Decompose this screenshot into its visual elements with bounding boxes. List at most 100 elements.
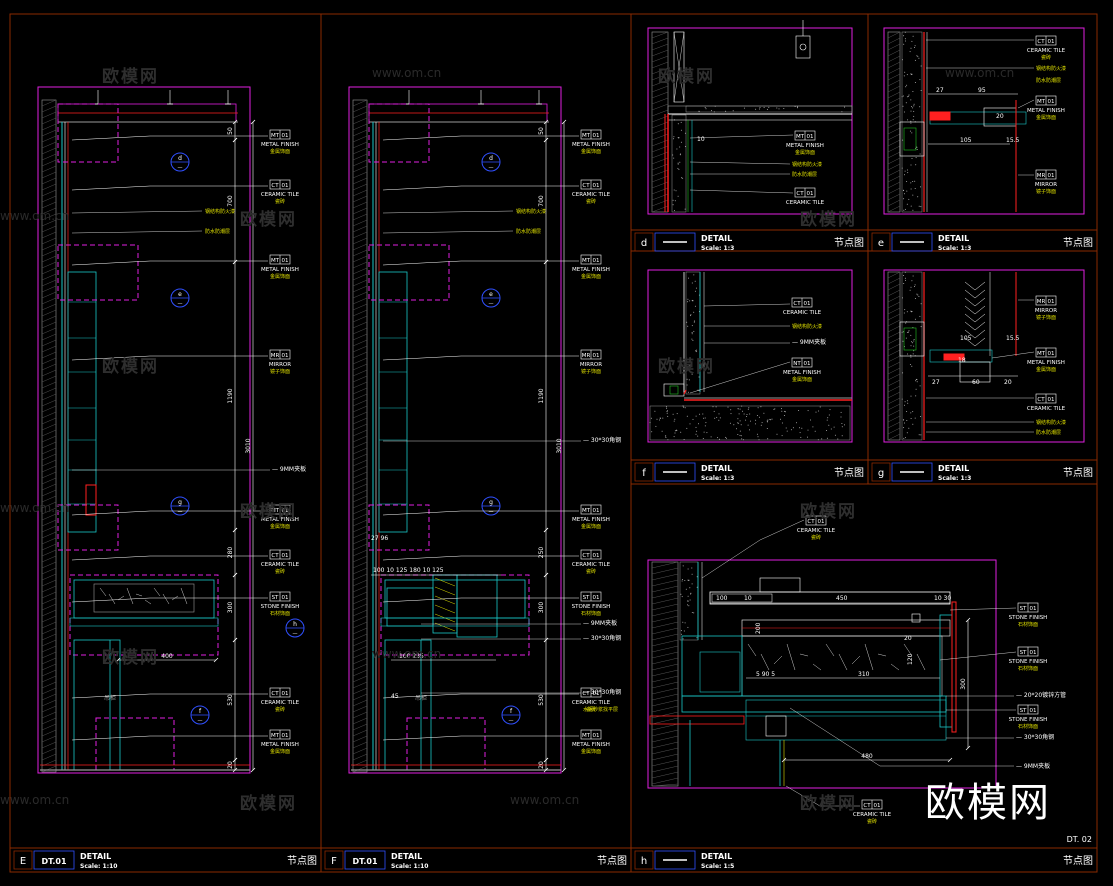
wall-hatch	[41, 183, 57, 191]
wall-hatch	[887, 373, 901, 381]
concrete-speck	[908, 427, 910, 429]
wall-hatch	[352, 669, 368, 677]
concrete-speck	[920, 416, 921, 417]
material-name: STONE FINISH	[1009, 615, 1048, 621]
wall-hatch	[352, 483, 368, 491]
detail-h-wall	[651, 561, 679, 787]
concrete-speck	[904, 208, 906, 210]
counter-base	[380, 617, 530, 627]
callout-number: 01	[593, 508, 600, 514]
title-block-F-id-box	[324, 850, 344, 870]
concrete-speck	[714, 417, 716, 419]
wall-hatch	[887, 31, 901, 39]
concrete-speck	[828, 414, 830, 416]
elevation-F-boundary	[348, 86, 562, 774]
concrete-speck	[800, 436, 802, 438]
concrete-speck	[691, 612, 693, 613]
elevation-E-boundary	[37, 86, 251, 774]
wall-hatch	[651, 205, 669, 213]
material-name: STONE FINISH	[261, 604, 300, 610]
dimension-label: 20	[1004, 379, 1012, 386]
elevation-F-mirror-frame	[378, 271, 408, 533]
wall-hatch	[41, 699, 57, 707]
material-name: METAL FINISH	[1027, 360, 1065, 366]
wall-hatch	[41, 765, 57, 773]
concrete-speck	[906, 311, 908, 313]
wall-hatch	[41, 597, 57, 605]
wall-hatch	[651, 765, 679, 773]
wall-hatch	[352, 705, 368, 713]
concrete-speck	[739, 430, 741, 432]
dim-tick	[965, 617, 971, 623]
title-block-e-scale: Scale: 1:3	[938, 245, 971, 252]
detail-d-boundary	[647, 27, 853, 215]
wall-hatch	[41, 657, 57, 665]
concrete-speck	[687, 391, 689, 393]
spring-zigzag	[974, 297, 986, 307]
wall-hatch	[887, 277, 901, 285]
concrete-speck	[807, 410, 809, 412]
concrete-speck	[916, 149, 918, 150]
callout-code: MR	[582, 353, 591, 359]
concrete-speck	[672, 204, 674, 206]
concrete-speck	[915, 380, 917, 382]
concrete-speck	[912, 119, 914, 121]
wall-hatch	[352, 213, 368, 221]
detail-g-wall	[887, 271, 901, 441]
callout-number: 01	[804, 301, 811, 307]
concrete-speck	[714, 105, 716, 107]
concrete-speck	[907, 172, 909, 174]
dim-tick	[232, 119, 238, 125]
concrete-speck	[740, 435, 742, 437]
concrete-speck	[799, 427, 800, 429]
wall-hatch	[352, 441, 368, 449]
wall-hatch	[887, 433, 901, 441]
concrete-speck	[675, 429, 677, 431]
material-cn: 金属饰面	[581, 148, 601, 155]
label-9mm-board: — 9MM夹板	[792, 338, 826, 346]
title-block-f-scale: Scale: 1:3	[701, 475, 734, 482]
wall-hatch	[352, 267, 368, 275]
concrete-speck	[691, 338, 693, 340]
title-block-h-id: h	[641, 856, 647, 867]
wall-hatch	[41, 123, 57, 131]
elevation-E-detail-h-box	[69, 574, 219, 656]
callout-number: 01	[1048, 173, 1055, 179]
concrete-speck	[693, 311, 695, 313]
wall-hatch	[41, 531, 57, 539]
dimension-label: 280	[227, 547, 234, 559]
concrete-speck	[749, 413, 751, 415]
concrete-speck	[689, 365, 691, 366]
stone-vein	[877, 653, 887, 657]
concrete-speck	[679, 161, 681, 163]
concrete-speck	[693, 330, 695, 332]
wall-hatch	[651, 103, 669, 111]
dim-tick	[781, 757, 787, 763]
concrete-speck	[704, 417, 706, 419]
material-cn: 镜子饰面	[1036, 314, 1056, 321]
wall-hatch	[352, 321, 368, 329]
concrete-speck	[826, 419, 828, 421]
concrete-speck	[908, 94, 910, 96]
concrete-speck	[911, 106, 913, 108]
wall-hatch	[651, 55, 669, 63]
concrete-speck	[672, 154, 674, 156]
elevation-E-mirror-frame	[67, 271, 97, 533]
concrete-speck	[718, 413, 720, 415]
material-cn: 金属饰面	[795, 149, 815, 156]
wall-hatch	[41, 621, 57, 629]
concrete-speck	[747, 408, 749, 410]
callout-code: MT	[796, 134, 805, 140]
wall-hatch	[41, 357, 57, 365]
title-block-e-id: e	[878, 238, 884, 249]
dim-tick	[543, 757, 549, 763]
wall-hatch	[887, 319, 901, 327]
dimension-label: 530	[227, 694, 234, 706]
concrete-speck	[907, 119, 909, 121]
concrete-speck	[680, 141, 682, 143]
spring-zigzag	[974, 321, 986, 331]
title-block-g-id: g	[878, 468, 884, 479]
concrete-speck	[694, 290, 696, 292]
concrete-speck	[677, 167, 679, 169]
wall-hatch	[41, 471, 57, 479]
